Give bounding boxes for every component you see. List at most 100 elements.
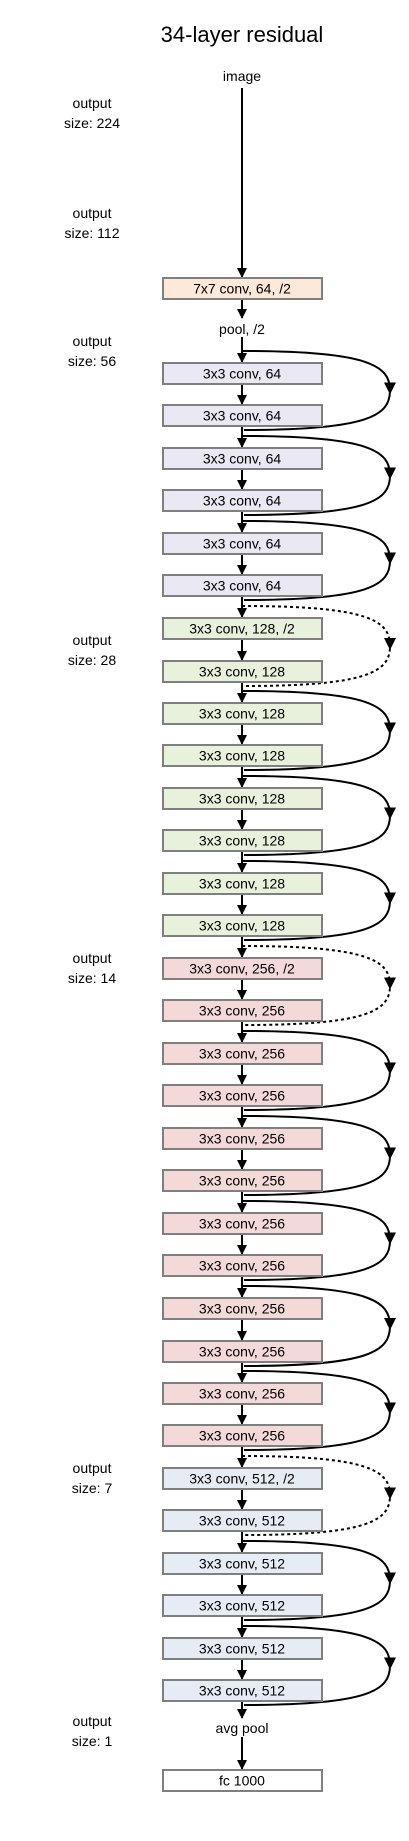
layer-rect (162, 660, 323, 683)
shortcut-arrowhead (384, 467, 396, 480)
layer-label: 3x3 conv, 256 (199, 1003, 285, 1019)
shortcut-arrowhead (384, 722, 396, 735)
layer-rect (162, 404, 323, 427)
layer-label: 3x3 conv, 64 (203, 451, 282, 467)
layer-box: 3x3 conv, 128 (162, 744, 323, 767)
layer-label: 3x3 conv, 128 (199, 833, 285, 849)
layer-box: 3x3 conv, 128 (162, 829, 323, 852)
layer-rect (162, 447, 323, 470)
layer-box: 3x3 conv, 512 (162, 1594, 323, 1617)
layer-stack: 7x7 conv, 64, /2 3x3 conv, 64 3x3 conv, 64… (162, 277, 323, 1792)
layer-rect (162, 1382, 323, 1405)
layer-rect (162, 787, 323, 810)
layer-box: 3x3 conv, 256 (162, 1127, 323, 1150)
layer-box: 3x3 conv, 128 (162, 702, 323, 725)
layer-label: 3x3 conv, 256 (199, 1428, 285, 1444)
layer-label: 3x3 conv, 64 (203, 578, 282, 594)
layer-rect (162, 617, 323, 640)
layer-label: 3x3 conv, 512 (199, 1598, 285, 1614)
layer-label: 3x3 conv, 128 (199, 918, 285, 934)
layer-box: 3x3 conv, 256 (162, 1212, 323, 1235)
avgpool-label: avg pool (216, 1720, 269, 1736)
shortcut-arrowhead (384, 552, 396, 565)
layer-rect (162, 957, 323, 980)
layer-box: 3x3 conv, 128 (162, 914, 323, 937)
layer-box: 3x3 conv, 256 (162, 1340, 323, 1363)
layer-rect (162, 1169, 323, 1192)
layer-label: 3x3 conv, 128 (199, 876, 285, 892)
layer-box: 3x3 conv, 64 (162, 574, 323, 597)
layer-label: 3x3 conv, 256 (199, 1386, 285, 1402)
layer-rect (162, 1424, 323, 1447)
shortcut-arrowhead (384, 638, 396, 650)
shortcut-arrowhead (384, 1232, 396, 1245)
layer-box: 3x3 conv, 128 (162, 872, 323, 895)
layer-label: 3x3 conv, 512 (199, 1641, 285, 1657)
layer-box: 7x7 conv, 64, /2 (162, 277, 323, 300)
layer-label: 3x3 conv, 256 (199, 1216, 285, 1232)
output-size-label: size: 1 (72, 1733, 113, 1749)
layer-label: 3x3 conv, 64 (203, 408, 282, 424)
output-size-label: output (73, 205, 112, 221)
layer-label: 3x3 conv, 512, /2 (189, 1471, 295, 1487)
layer-rect (162, 277, 323, 300)
layer-box: 3x3 conv, 512 (162, 1552, 323, 1575)
layer-box: 3x3 conv, 256 (162, 1254, 323, 1277)
layer-label: 3x3 conv, 128 (199, 748, 285, 764)
layer-box: 3x3 conv, 64 (162, 362, 323, 385)
layer-label: 3x3 conv, 256 (199, 1046, 285, 1062)
output-size-label: size: 112 (65, 225, 120, 241)
layer-box: 3x3 conv, 512 (162, 1509, 323, 1532)
shortcut-arrow (241, 1455, 392, 1536)
layer-rect (162, 744, 323, 767)
layer-rect (162, 1509, 323, 1532)
output-size-label: size: 7 (72, 1480, 113, 1496)
pool-label: pool, /2 (219, 321, 265, 337)
layer-rect (162, 872, 323, 895)
layer-box: 3x3 conv, 128 (162, 787, 323, 810)
layer-rect (162, 1254, 323, 1277)
shortcut-arrowhead (384, 1147, 396, 1160)
layer-label: 3x3 conv, 64 (203, 536, 282, 552)
output-size-label: size: 224 (64, 115, 120, 131)
layer-rect (162, 532, 323, 555)
layer-box: 3x3 conv, 64 (162, 532, 323, 555)
layer-label: 3x3 conv, 128 (199, 791, 285, 807)
shortcut-arrowhead (384, 807, 396, 820)
layer-box: fc 1000 (162, 1769, 323, 1792)
diagram-title: 34-layer residual (161, 22, 324, 47)
layer-rect (162, 489, 323, 512)
input-label: image (223, 68, 261, 84)
layer-label: 3x3 conv, 64 (203, 366, 282, 382)
shortcut-arrowhead (384, 1657, 396, 1670)
layer-rect (162, 1340, 323, 1363)
layer-box: 3x3 conv, 512 (162, 1637, 323, 1660)
layer-rect (162, 1679, 323, 1702)
layer-label: 3x3 conv, 256 (199, 1088, 285, 1104)
layer-box: 3x3 conv, 256 (162, 1084, 323, 1107)
layer-box: 3x3 conv, 256 (162, 1382, 323, 1405)
shortcut-connections (241, 350, 396, 1706)
layer-box: 3x3 conv, 256 (162, 1042, 323, 1065)
shortcut-arrowhead (384, 382, 396, 395)
layer-box: 3x3 conv, 64 (162, 404, 323, 427)
layer-label: 3x3 conv, 256 (199, 1258, 285, 1274)
layer-label: 3x3 conv, 256 (199, 1173, 285, 1189)
layer-label: 3x3 conv, 512 (199, 1556, 285, 1572)
layer-box: 3x3 conv, 256 (162, 1424, 323, 1447)
layer-box: 3x3 conv, 512, /2 (162, 1467, 323, 1490)
shortcut-arrowhead (384, 1487, 396, 1500)
layer-box: 3x3 conv, 256, /2 (162, 957, 323, 980)
layer-label: 3x3 conv, 256, /2 (189, 961, 295, 977)
layer-label: fc 1000 (219, 1773, 265, 1789)
shortcut-arrowhead (384, 977, 396, 990)
layer-rect (162, 1042, 323, 1065)
layer-label: 3x3 conv, 512 (199, 1513, 285, 1529)
shortcut-arrowhead (384, 1402, 396, 1415)
layer-rect (162, 574, 323, 597)
layer-label: 3x3 conv, 256 (199, 1131, 285, 1147)
layer-rect (162, 914, 323, 937)
output-size-label: size: 56 (68, 353, 116, 369)
